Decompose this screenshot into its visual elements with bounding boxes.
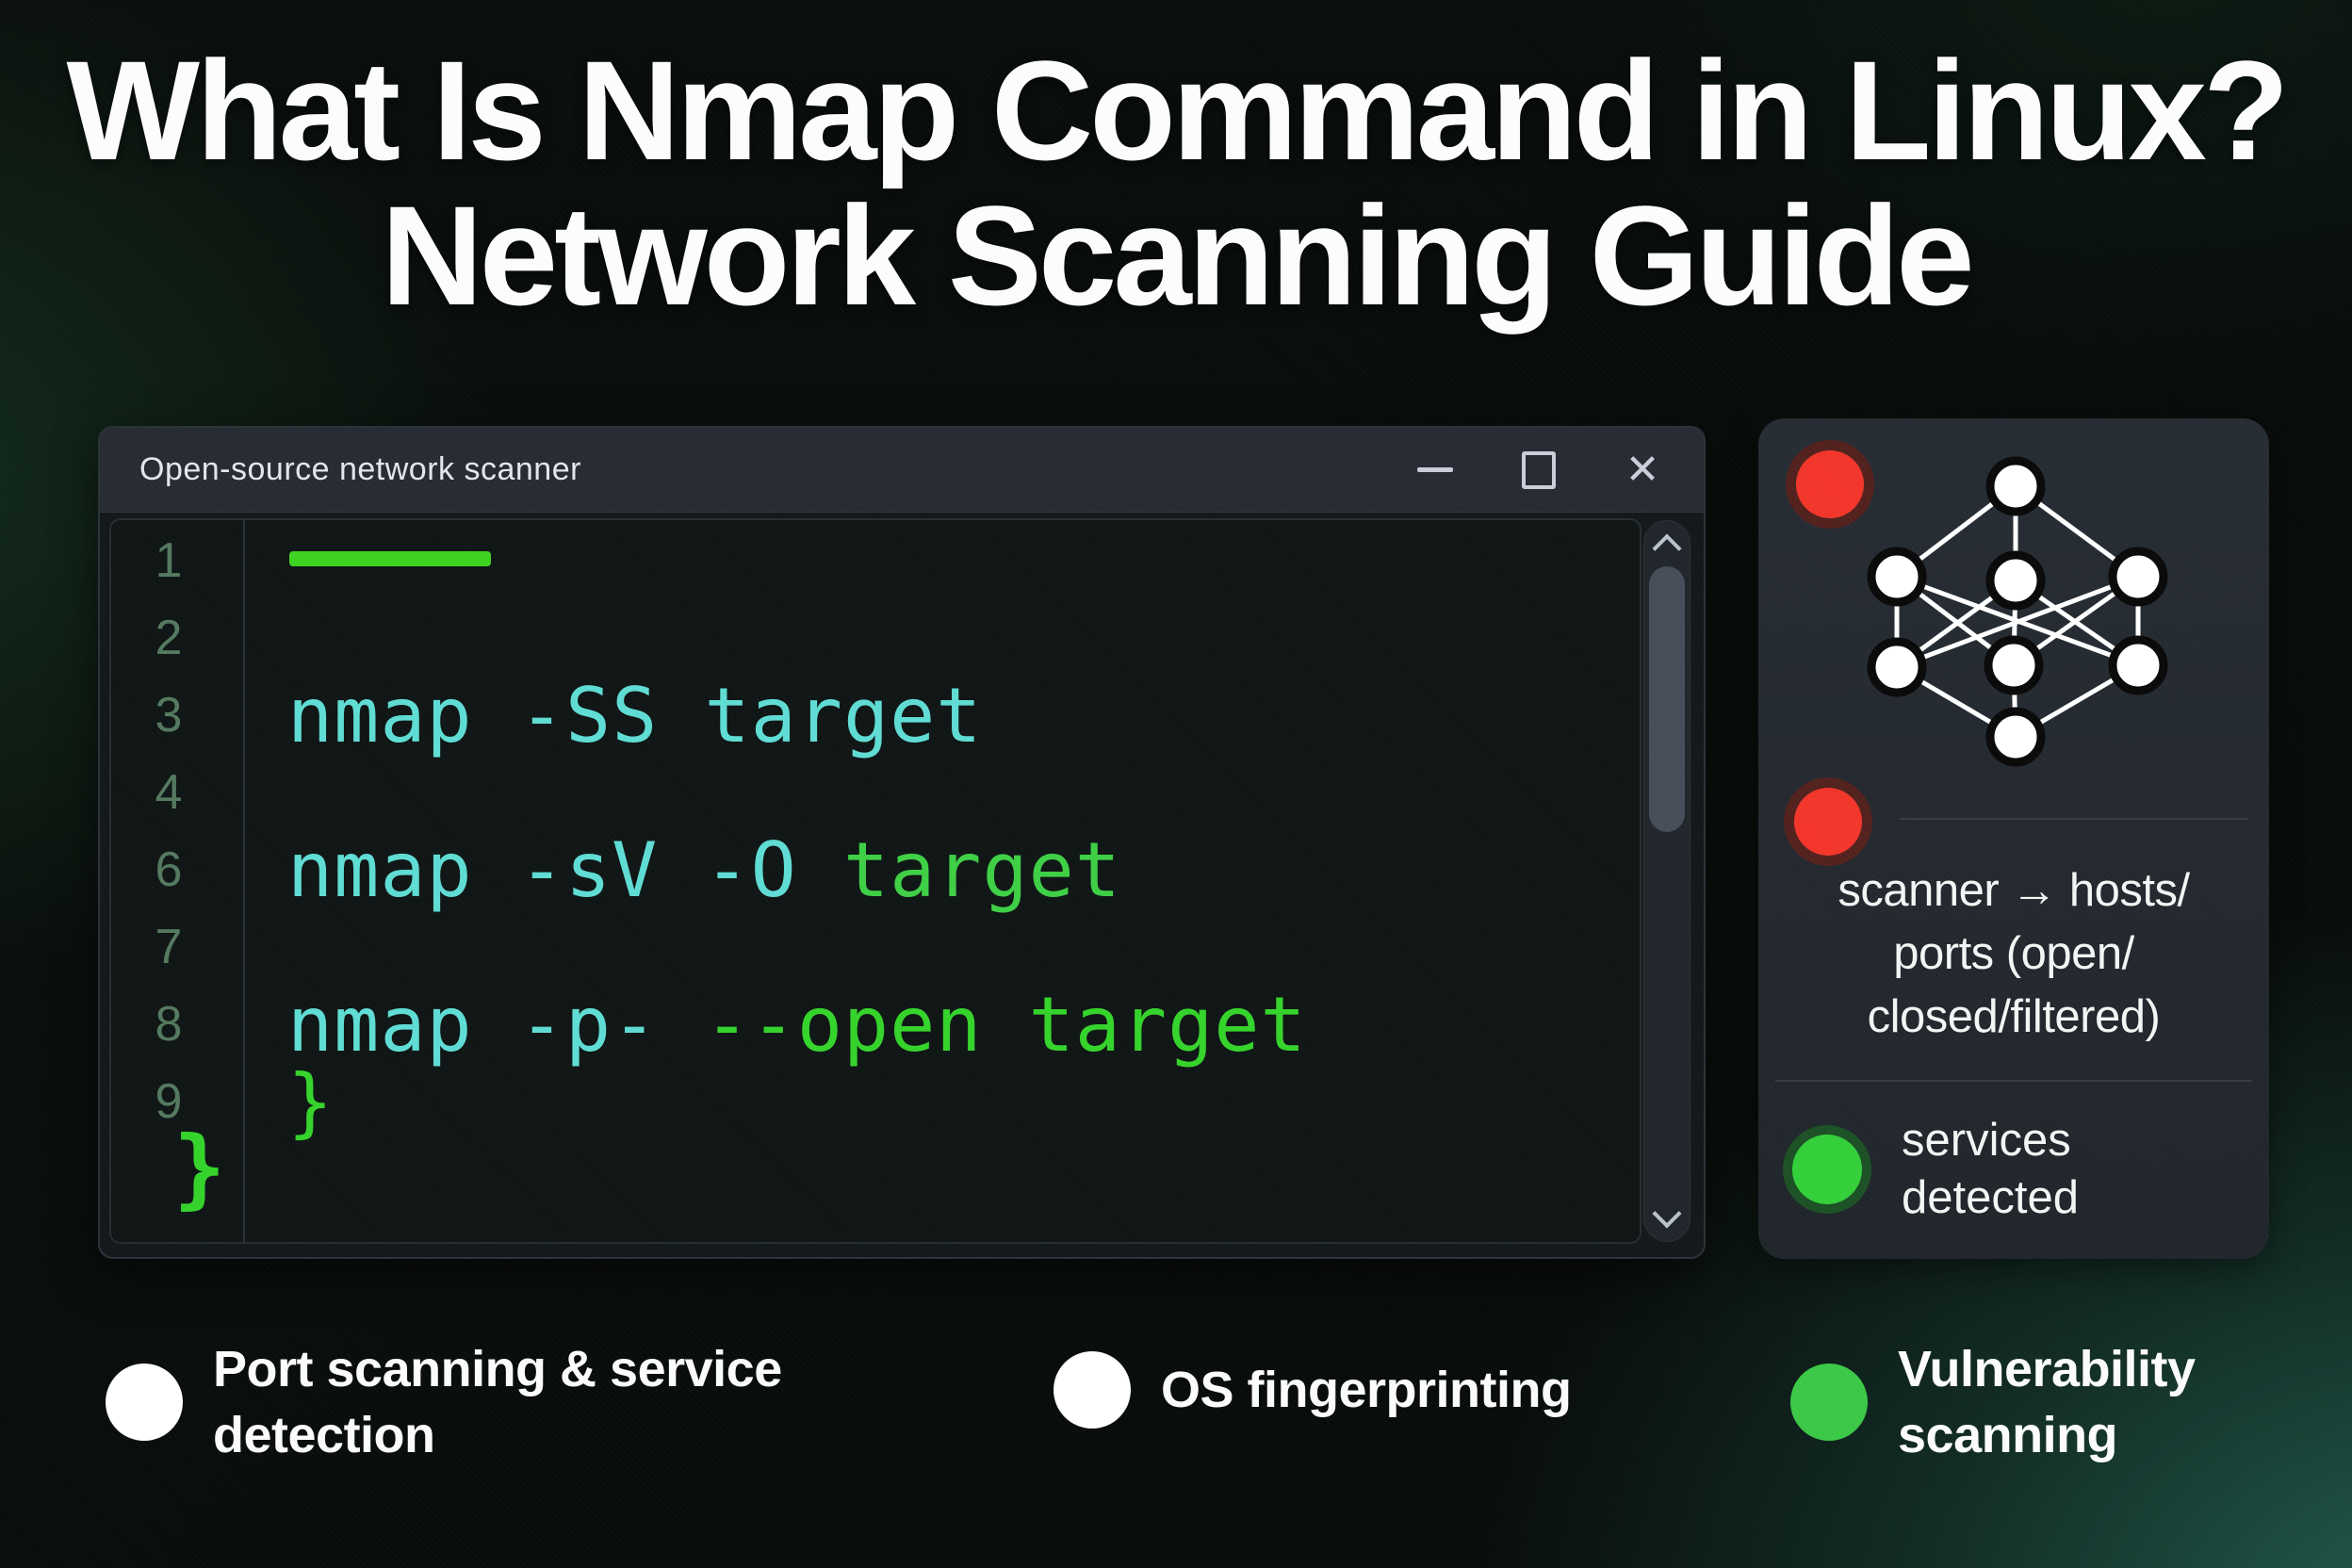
legend-dot-icon bbox=[106, 1364, 183, 1441]
info-panel: scanner → hosts/ports (open/closed/filte… bbox=[1758, 418, 2269, 1259]
outer-brace: } bbox=[173, 1118, 226, 1218]
red-status-icon bbox=[1796, 450, 1864, 518]
legend-label-line: OS fingerprinting bbox=[1161, 1362, 1572, 1418]
services-label-line: detected bbox=[1902, 1172, 2079, 1223]
code-line: nmap -p- --open target bbox=[287, 981, 1640, 1069]
flow-label-line: ports (open/ bbox=[1893, 928, 2134, 979]
code-line: nmap -sV -O target bbox=[287, 826, 1640, 914]
highlight-bar bbox=[289, 551, 491, 566]
code-token: target bbox=[842, 825, 1121, 914]
page-title-line1: What Is Nmap Command in Linux? bbox=[66, 31, 2289, 189]
line-number: 8 bbox=[155, 997, 183, 1052]
editor-body: 1 2 3 4 6 7 8 9 nmap -SS target nmap -sV -O targ… bbox=[100, 513, 1704, 1257]
code-line bbox=[287, 908, 1640, 986]
close-button[interactable]: ✕ bbox=[1621, 449, 1664, 492]
code-column: nmap -SS target nmap -sV -O target nmap -p… bbox=[245, 520, 1640, 1242]
services-label: services detected bbox=[1902, 1112, 2079, 1227]
scroll-down-icon[interactable] bbox=[1652, 1199, 1682, 1229]
minimize-button[interactable] bbox=[1413, 449, 1457, 492]
window-controls: ✕ bbox=[1413, 449, 1664, 492]
legend-label: Port scanning & service detection bbox=[213, 1336, 782, 1468]
legend-label-line: Port scanning & service bbox=[213, 1341, 782, 1397]
line-number: 7 bbox=[155, 920, 183, 974]
line-number: 9 bbox=[155, 1074, 183, 1129]
window-title: Open-source network scanner bbox=[139, 451, 581, 487]
code-line bbox=[287, 754, 1640, 831]
flow-label: scanner → hosts/ports (open/closed/filte… bbox=[1758, 859, 2269, 1049]
code-token: } bbox=[287, 1057, 335, 1146]
maximize-icon bbox=[1522, 450, 1556, 489]
line-number: 2 bbox=[155, 611, 183, 665]
code-token: nmap -sV -O bbox=[287, 825, 843, 914]
scroll-up-icon[interactable] bbox=[1652, 533, 1682, 564]
neural-network-icon bbox=[1867, 456, 2168, 767]
red-status-icon bbox=[1794, 788, 1862, 856]
code-token: --open target bbox=[704, 980, 1307, 1069]
legend-item-port-scanning: Port scanning & service detection bbox=[106, 1336, 782, 1468]
minimize-icon bbox=[1417, 467, 1453, 472]
code-token: nmap -SS target bbox=[287, 671, 983, 760]
line-number-gutter: 1 2 3 4 6 7 8 9 bbox=[111, 520, 245, 1242]
line-number: 4 bbox=[155, 765, 183, 820]
code-line: nmap -SS target bbox=[287, 672, 1640, 760]
legend-label: OS fingerprinting bbox=[1161, 1357, 1572, 1423]
legend-label-line: detection bbox=[213, 1407, 435, 1463]
legend-label-line: scanning bbox=[1898, 1407, 2118, 1463]
services-label-line: services bbox=[1902, 1115, 2071, 1166]
panel-divider-full bbox=[1775, 1080, 2252, 1082]
editor-window: Open-source network scanner ✕ 1 2 3 4 6 7 8 9 n… bbox=[98, 426, 1706, 1259]
flow-label-line: closed/filtered) bbox=[1867, 991, 2161, 1042]
maximize-button[interactable] bbox=[1517, 449, 1560, 492]
code-surface: 1 2 3 4 6 7 8 9 nmap -SS target nmap -sV -O targ… bbox=[109, 518, 1642, 1244]
scrollbar-thumb[interactable] bbox=[1649, 566, 1685, 832]
legend-dot-icon bbox=[1054, 1351, 1131, 1429]
legend-label-line: Vulnerability bbox=[1898, 1341, 2196, 1397]
line-number: 3 bbox=[155, 688, 183, 743]
line-number: 1 bbox=[155, 533, 183, 588]
line-number: 6 bbox=[155, 842, 183, 897]
legend-item-vulnerability-scanning: Vulnerability scanning bbox=[1790, 1336, 2196, 1468]
code-line bbox=[287, 522, 1640, 599]
legend-dot-icon bbox=[1790, 1364, 1868, 1441]
green-status-icon bbox=[1792, 1135, 1862, 1204]
code-token: nmap -p- bbox=[287, 980, 705, 1069]
close-icon: ✕ bbox=[1625, 446, 1660, 493]
page-title-line2: Network Scanning Guide bbox=[381, 176, 1974, 335]
panel-divider-short bbox=[1900, 818, 2248, 820]
code-line bbox=[287, 599, 1640, 677]
code-line: } bbox=[287, 1058, 1640, 1146]
window-titlebar: Open-source network scanner ✕ bbox=[100, 428, 1704, 513]
legend-item-os-fingerprinting: OS fingerprinting bbox=[1054, 1351, 1572, 1429]
legend-label: Vulnerability scanning bbox=[1898, 1336, 2196, 1468]
services-row: services detected bbox=[1792, 1112, 2079, 1227]
flow-label-line: scanner → hosts/ bbox=[1838, 865, 2190, 916]
vertical-scrollbar[interactable] bbox=[1643, 520, 1690, 1242]
page-title: What Is Nmap Command in Linux? Network S… bbox=[0, 38, 2352, 328]
